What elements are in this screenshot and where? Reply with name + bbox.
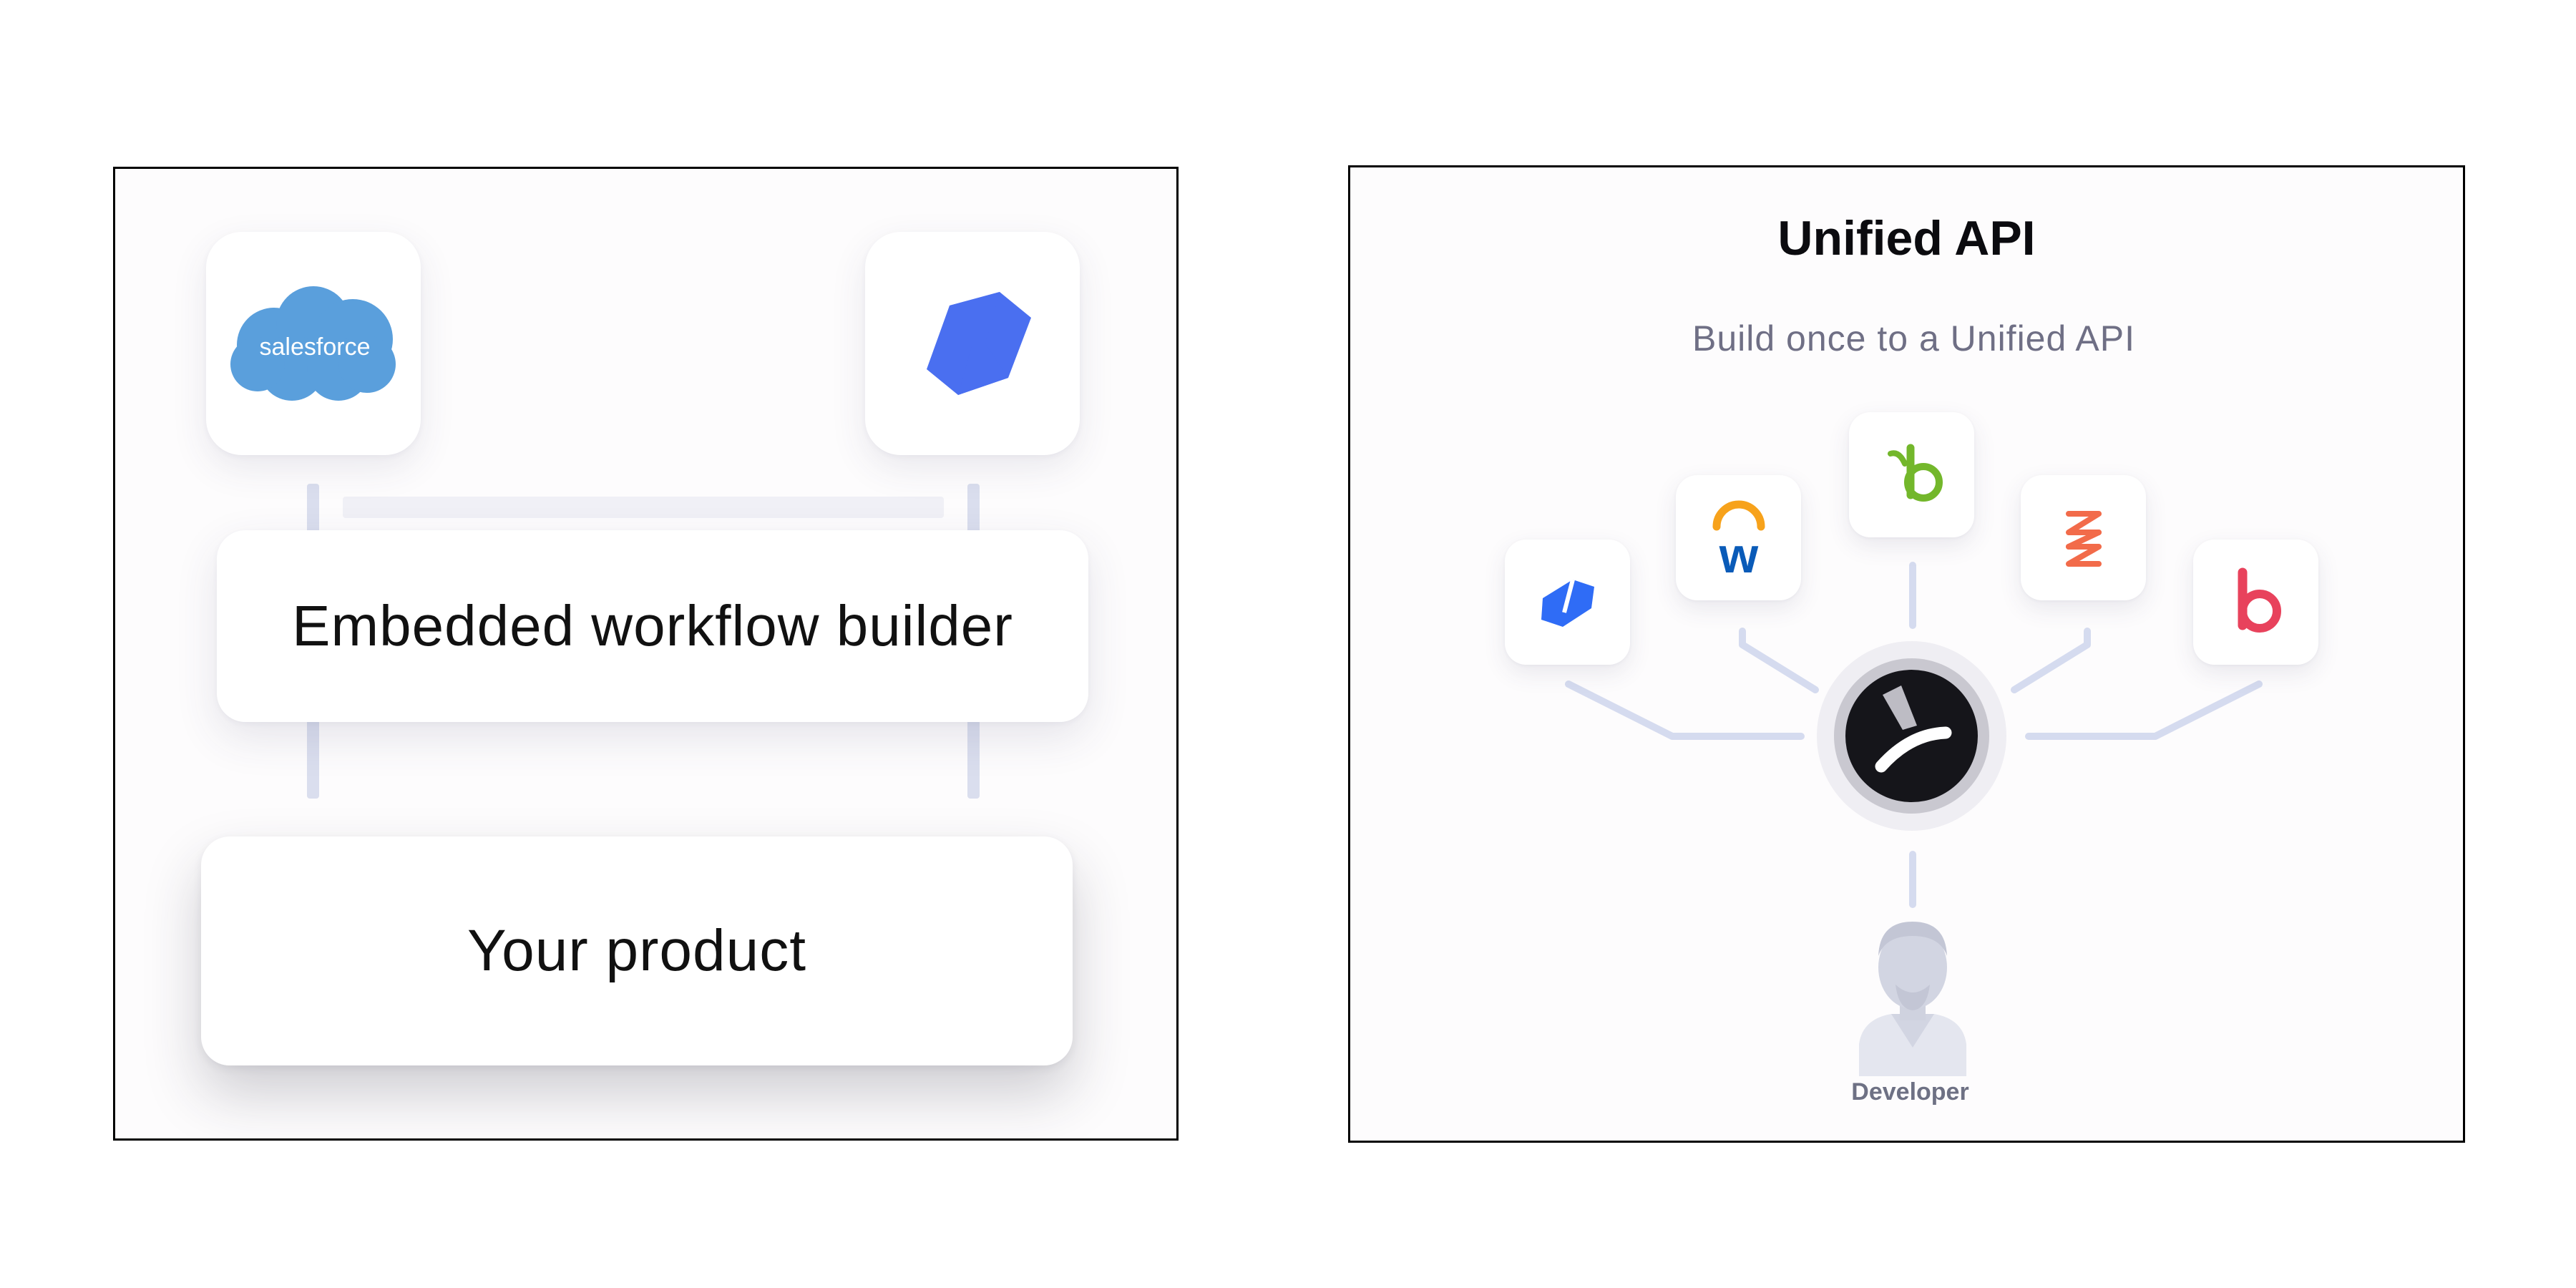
svg-text:w: w [1718, 527, 1758, 581]
developer-avatar-icon [1859, 922, 1966, 1076]
panel-subtitle: Build once to a Unified API [1692, 318, 2136, 358]
left-connector-bottom [307, 720, 319, 799]
right-connector-top [967, 484, 980, 534]
workday-logo-icon: w [1712, 500, 1765, 581]
unified-api-panel: Unified API Build once to a Unified API … [1348, 165, 2465, 1143]
salesforce-logo-text: salesforce [260, 333, 371, 361]
brand-blue-logo-icon [1541, 578, 1594, 627]
connector-lines [1565, 562, 2263, 908]
product-card-label: Your product [467, 918, 806, 983]
connector-bob [2025, 680, 2263, 740]
right-connector-bottom [967, 720, 980, 799]
embedded-workflow-builder-card[interactable]: Embedded workflow builder [217, 530, 1088, 722]
embedded-workflow-panel: salesforce Embedded workflow builder You… [113, 167, 1179, 1141]
workflow-card-label: Embedded workflow builder [292, 594, 1013, 658]
bob-logo-icon [2238, 567, 2281, 633]
app-tile-bamboohr[interactable] [1849, 412, 1974, 537]
developer-label: Developer [1851, 1078, 1969, 1106]
connector-workday [1739, 628, 1819, 693]
zenefits-logo-icon [2065, 510, 2102, 567]
connector-zenefits [2011, 628, 2091, 693]
brand-blue-logo-icon [927, 292, 1031, 395]
connector-blue-app [1565, 680, 1805, 740]
salesforce-tile[interactable]: salesforce [206, 232, 421, 455]
app-tile-brand-blue[interactable] [1505, 540, 1630, 665]
unified-api-hub[interactable] [1817, 641, 2006, 831]
bamboohr-logo-icon [1887, 444, 1943, 502]
app-tile-workday[interactable]: w [1676, 475, 1801, 600]
panel-title: Unified API [1777, 211, 2036, 265]
brand-app-tile[interactable] [865, 232, 1080, 455]
app-tile-bob[interactable] [2193, 540, 2318, 665]
your-product-card[interactable]: Your product [201, 836, 1073, 1065]
unified-api-hub-logo-icon [1875, 686, 1952, 773]
app-tile-zenefits[interactable] [2021, 475, 2146, 600]
salesforce-logo-icon: salesforce [230, 286, 396, 401]
left-connector-top [307, 484, 319, 534]
card-backplate [343, 497, 944, 518]
